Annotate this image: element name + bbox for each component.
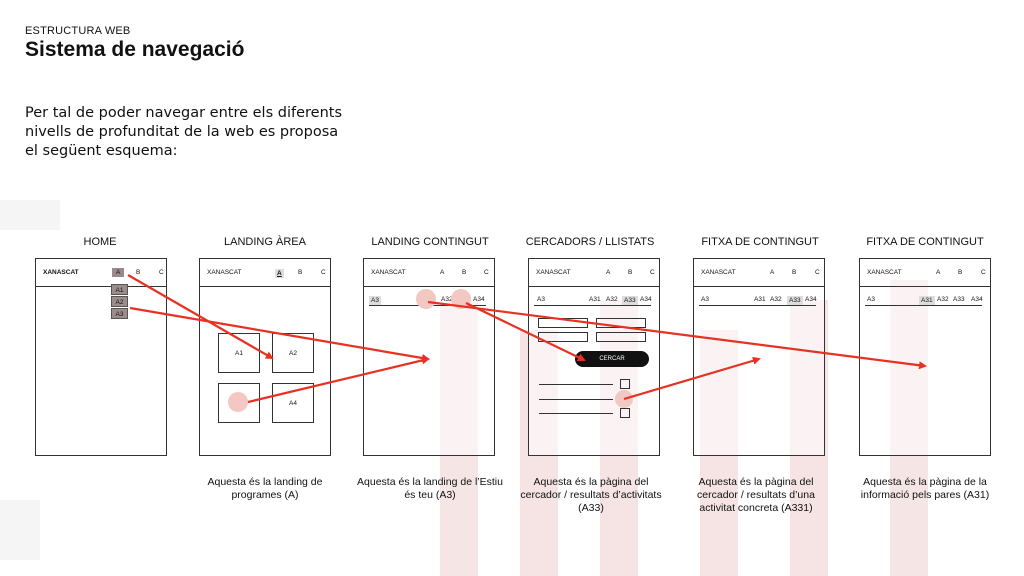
dropdown-item-a2[interactable]: A2 xyxy=(111,296,128,307)
stage-title-fitxa-2: FITXA DE CONTINGUT xyxy=(866,236,984,248)
stage-title-landing-area: LANDING ÀREA xyxy=(224,236,306,248)
subnav-item-a3[interactable]: A3 xyxy=(537,296,545,303)
nav-item-a[interactable]: A xyxy=(770,269,775,276)
subnav-item-a31[interactable]: A31 xyxy=(754,296,766,303)
wireframe-subnav: A3 A31 A32 A33 A34 xyxy=(699,296,817,306)
section-kicker: ESTRUCTURA WEB xyxy=(25,25,131,37)
tile-a3[interactable]: A3 xyxy=(218,383,260,423)
wireframe-subnav: A3 A31 A32 A33 A34 xyxy=(369,296,486,306)
brand-logo: XANASCAT xyxy=(536,269,571,276)
nav-item-b[interactable]: B xyxy=(958,269,963,276)
nav-item-b[interactable]: B xyxy=(462,269,467,276)
brand-logo: XANASCAT xyxy=(207,269,242,276)
nav-item-a[interactable]: A xyxy=(606,269,611,276)
subnav-item-a34[interactable]: A34 xyxy=(473,296,485,303)
dropdown-item-a1[interactable]: A1 xyxy=(111,284,128,295)
result-line-1 xyxy=(539,384,613,385)
subnav-item-a33[interactable]: A33 xyxy=(457,296,469,303)
intro-paragraph: Per tal de poder navegar entre els difer… xyxy=(25,105,343,159)
nav-item-a[interactable]: A xyxy=(275,269,284,278)
filter-field-2[interactable] xyxy=(596,318,646,328)
subnav-item-a32[interactable]: A32 xyxy=(606,296,618,303)
wireframe-topbar: XANASCAT A B C xyxy=(694,259,824,287)
wireframe-landing-area: XANASCAT A B C A1 A2 A3 A4 xyxy=(199,258,331,456)
caption-landing-contingut: Aquesta és la landing de l’Estiu és teu … xyxy=(357,476,503,501)
wireframe-home: XANASCAT A B C A1 A2 A3 xyxy=(35,258,167,456)
subnav-item-a31[interactable]: A31 xyxy=(423,296,435,303)
wireframe-cercadors: XANASCAT A B C A3 A31 A32 A33 A34 CERCAR xyxy=(528,258,660,456)
stage-title-landing-contingut: LANDING CONTINGUT xyxy=(371,236,489,248)
brand-logo: XANASCAT xyxy=(43,269,79,276)
subnav-item-a34[interactable]: A34 xyxy=(805,296,817,303)
nav-item-c[interactable]: C xyxy=(321,269,326,276)
brand-logo: XANASCAT xyxy=(371,269,406,276)
wireframe-fitxa-2: XANASCAT A B C A3 A31 A32 A33 A34 xyxy=(859,258,991,456)
nav-item-a[interactable]: A xyxy=(936,269,941,276)
result-checkbox-1[interactable] xyxy=(620,379,630,389)
nav-item-a[interactable]: A xyxy=(112,268,125,277)
result-line-3 xyxy=(539,413,613,414)
nav-item-c[interactable]: C xyxy=(815,269,820,276)
subnav-item-a3[interactable]: A3 xyxy=(867,296,875,303)
subnav-item-a3[interactable]: A3 xyxy=(369,296,381,305)
nav-item-b[interactable]: B xyxy=(628,269,633,276)
nav-item-c[interactable]: C xyxy=(981,269,986,276)
caption-cercadors: Aquesta és la pàgina del cercador / resu… xyxy=(520,476,662,514)
tile-a1[interactable]: A1 xyxy=(218,333,260,373)
subnav-item-a34[interactable]: A34 xyxy=(640,296,652,303)
wireframe-landing-contingut: XANASCAT A B C A3 A31 A32 A33 A34 xyxy=(363,258,495,456)
wireframe-topbar: XANASCAT A B C xyxy=(529,259,659,287)
subnav-item-a32[interactable]: A32 xyxy=(441,296,453,303)
tile-a2[interactable]: A2 xyxy=(272,333,314,373)
nav-item-c[interactable]: C xyxy=(484,269,489,276)
subnav-item-a31[interactable]: A31 xyxy=(589,296,601,303)
filter-field-4[interactable] xyxy=(596,332,646,342)
wireframe-topbar: XANASCAT A B C xyxy=(364,259,494,287)
dropdown-item-a3[interactable]: A3 xyxy=(111,308,128,319)
nav-item-c[interactable]: C xyxy=(159,269,164,276)
result-checkbox-3[interactable] xyxy=(620,408,630,418)
subnav-item-a33[interactable]: A33 xyxy=(622,296,638,305)
wireframe-fitxa-1: XANASCAT A B C A3 A31 A32 A33 A34 xyxy=(693,258,825,456)
wireframe-subnav: A3 A31 A32 A33 A34 xyxy=(865,296,983,306)
brand-logo: XANASCAT xyxy=(701,269,736,276)
subnav-item-a33[interactable]: A33 xyxy=(953,296,965,303)
caption-landing-area: Aquesta és la landing de programes (A) xyxy=(207,476,323,501)
subnav-item-a3[interactable]: A3 xyxy=(701,296,709,303)
stage-title-fitxa-1: FITXA DE CONTINGUT xyxy=(701,236,819,248)
subnav-item-a32[interactable]: A32 xyxy=(770,296,782,303)
page-title: Sistema de navegació xyxy=(25,38,245,61)
subnav-item-a33[interactable]: A33 xyxy=(787,296,803,305)
nav-item-a[interactable]: A xyxy=(440,269,445,276)
stage-title-cercadors: CERCADORS / LLISTATS xyxy=(525,236,655,248)
nav-item-c[interactable]: C xyxy=(650,269,655,276)
wireframe-topbar: XANASCAT A B C xyxy=(860,259,990,287)
tile-a4[interactable]: A4 xyxy=(272,383,314,423)
nav-item-b[interactable]: B xyxy=(298,269,303,276)
nav-item-b[interactable]: B xyxy=(136,269,141,276)
wireframe-topbar: XANASCAT A B C xyxy=(200,259,330,287)
result-checkbox-2[interactable] xyxy=(620,394,630,404)
nav-item-b[interactable]: B xyxy=(792,269,797,276)
result-line-2 xyxy=(539,399,613,400)
filter-field-1[interactable] xyxy=(538,318,588,328)
brand-logo: XANASCAT xyxy=(867,269,902,276)
subnav-item-a32[interactable]: A32 xyxy=(937,296,949,303)
search-button[interactable]: CERCAR xyxy=(575,351,649,367)
filter-field-3[interactable] xyxy=(538,332,588,342)
wireframe-topbar: XANASCAT A B C xyxy=(36,259,166,287)
stage-title-home: HOME xyxy=(83,236,117,248)
wireframe-subnav: A3 A31 A32 A33 A34 xyxy=(534,296,652,306)
subnav-item-a34[interactable]: A34 xyxy=(971,296,983,303)
caption-fitxa-1: Aquesta és la pàgina del cercador / resu… xyxy=(697,476,815,514)
subnav-item-a31[interactable]: A31 xyxy=(919,296,935,305)
caption-fitxa-2: Aquesta és la pàgina de la informació pe… xyxy=(860,476,990,501)
